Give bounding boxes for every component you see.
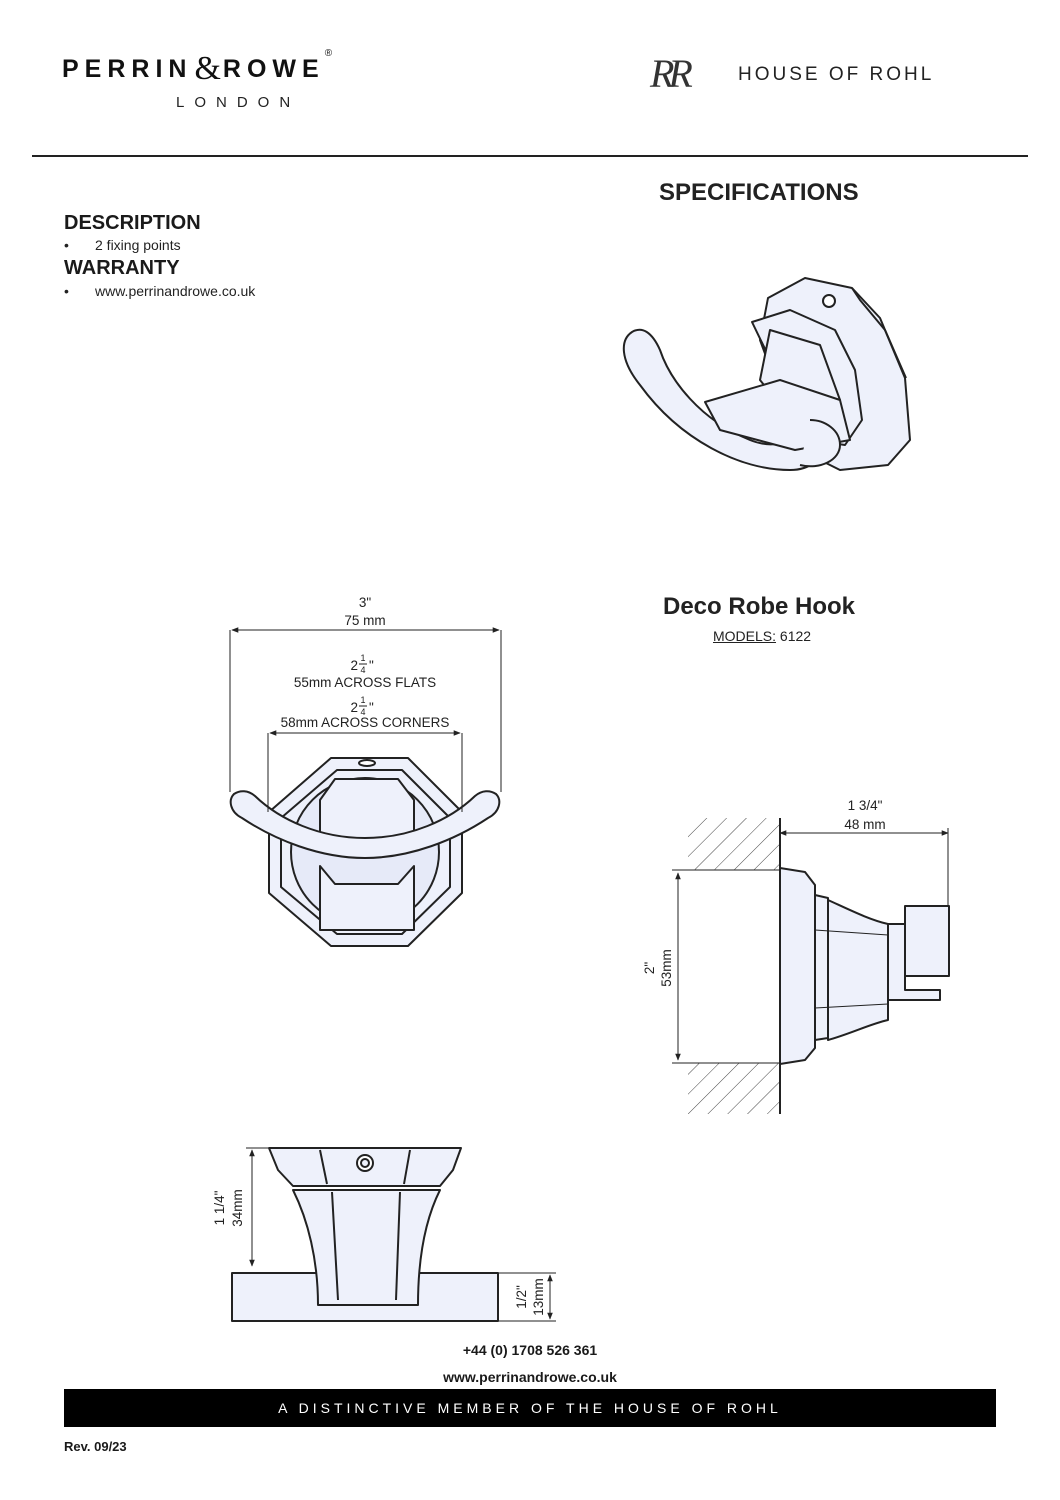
side-view: [680, 818, 950, 1114]
bullet-icon: •: [64, 237, 69, 253]
corners-inch-mark: ": [369, 700, 374, 715]
side-height-mm: 53mm: [659, 949, 674, 987]
corners-inches-fraction: 1: [360, 695, 365, 705]
description-item-text: 2 fixing points: [95, 237, 181, 253]
front-fixing-hole: [358, 759, 376, 767]
side-neck: [827, 899, 889, 1041]
front-octagon-bevel: [280, 769, 451, 935]
perspective-hook-tip: [799, 419, 841, 468]
corners-mm: 58mm ACROSS CORNERS: [281, 715, 450, 730]
contact-website[interactable]: www.perrinandrowe.co.uk: [443, 1369, 617, 1385]
perspective-fixing-hole: [822, 294, 836, 308]
top-view: [231, 1147, 499, 1322]
front-width-inches: 3": [359, 595, 372, 610]
top-base-mm: 13mm: [531, 1278, 546, 1316]
flats-inch-mark: ": [369, 658, 374, 673]
top-body: [292, 1189, 441, 1306]
models-label: MODELS:: [713, 628, 777, 644]
brand-name-first: PERRIN: [62, 55, 193, 83]
revision-label: Rev. 09/23: [64, 1439, 127, 1454]
rohl-monogram-logo: RR: [650, 51, 693, 96]
perspective-plate-edge: [851, 287, 907, 379]
header-divider: [32, 155, 1028, 157]
flats-inches-whole: 2: [350, 658, 358, 673]
specifications-title: SPECIFICATIONS: [659, 179, 859, 206]
front-dimensions: [229, 627, 502, 812]
description-item: • 2 fixing points: [64, 237, 181, 253]
side-collar: [814, 894, 829, 1041]
bullet-icon: •: [64, 283, 69, 299]
side-backplate: [779, 867, 816, 1065]
side-hook-block: [904, 905, 950, 977]
side-dimensions: [672, 828, 949, 1064]
top-body-facets: [331, 1191, 401, 1301]
brand-ampersand: &: [194, 50, 221, 87]
warranty-link[interactable]: www.perrinandrowe.co.uk: [95, 283, 256, 299]
corners-fraction-denominator: 4: [360, 707, 365, 717]
side-height-inches: 2": [642, 962, 657, 975]
top-height-inches: 1 1/4": [212, 1190, 227, 1225]
registered-mark: ®: [324, 48, 333, 59]
warranty-heading: WARRANTY: [64, 257, 180, 279]
perrin-rowe-logo: PERRIN&ROWE®: [62, 48, 333, 87]
house-of-rohl-logo: HOUSE OF ROHL: [738, 64, 935, 85]
front-lower-block: [319, 865, 415, 931]
product-models: MODELS: 6122: [713, 628, 811, 644]
front-hook-arm: [229, 790, 501, 859]
corners-inches-whole: 2: [350, 700, 358, 715]
front-upper-block: [319, 778, 415, 839]
models-value: 6122: [779, 628, 812, 644]
description-heading: DESCRIPTION: [64, 212, 201, 234]
warranty-item: • www.perrinandrowe.co.uk: [64, 283, 255, 299]
side-depth-inches: 1 3/4": [848, 798, 883, 813]
contact-phone[interactable]: +44 (0) 1708 526 361: [462, 1342, 598, 1358]
top-cap-facets: [319, 1149, 411, 1185]
top-base-inches: 1/2": [514, 1285, 529, 1309]
front-view: [229, 757, 501, 947]
perspective-view: [622, 277, 911, 471]
side-depth-mm: 48 mm: [844, 817, 885, 832]
tagline-bar: A DISTINCTIVE MEMBER OF THE HOUSE OF ROH…: [64, 1389, 996, 1427]
front-width-mm: 75 mm: [344, 613, 385, 628]
flats-inches-fraction: 1: [360, 653, 365, 663]
brand-name-second: ROWE: [222, 55, 325, 83]
product-name: Deco Robe Hook: [663, 593, 856, 620]
brand-subtitle: LONDON: [176, 94, 301, 111]
top-dimensions: [246, 1147, 556, 1322]
side-hook-stem: [887, 923, 941, 1001]
flats-fraction-denominator: 4: [360, 665, 365, 675]
top-height-mm: 34mm: [230, 1189, 245, 1227]
flats-mm: 55mm ACROSS FLATS: [294, 675, 436, 690]
